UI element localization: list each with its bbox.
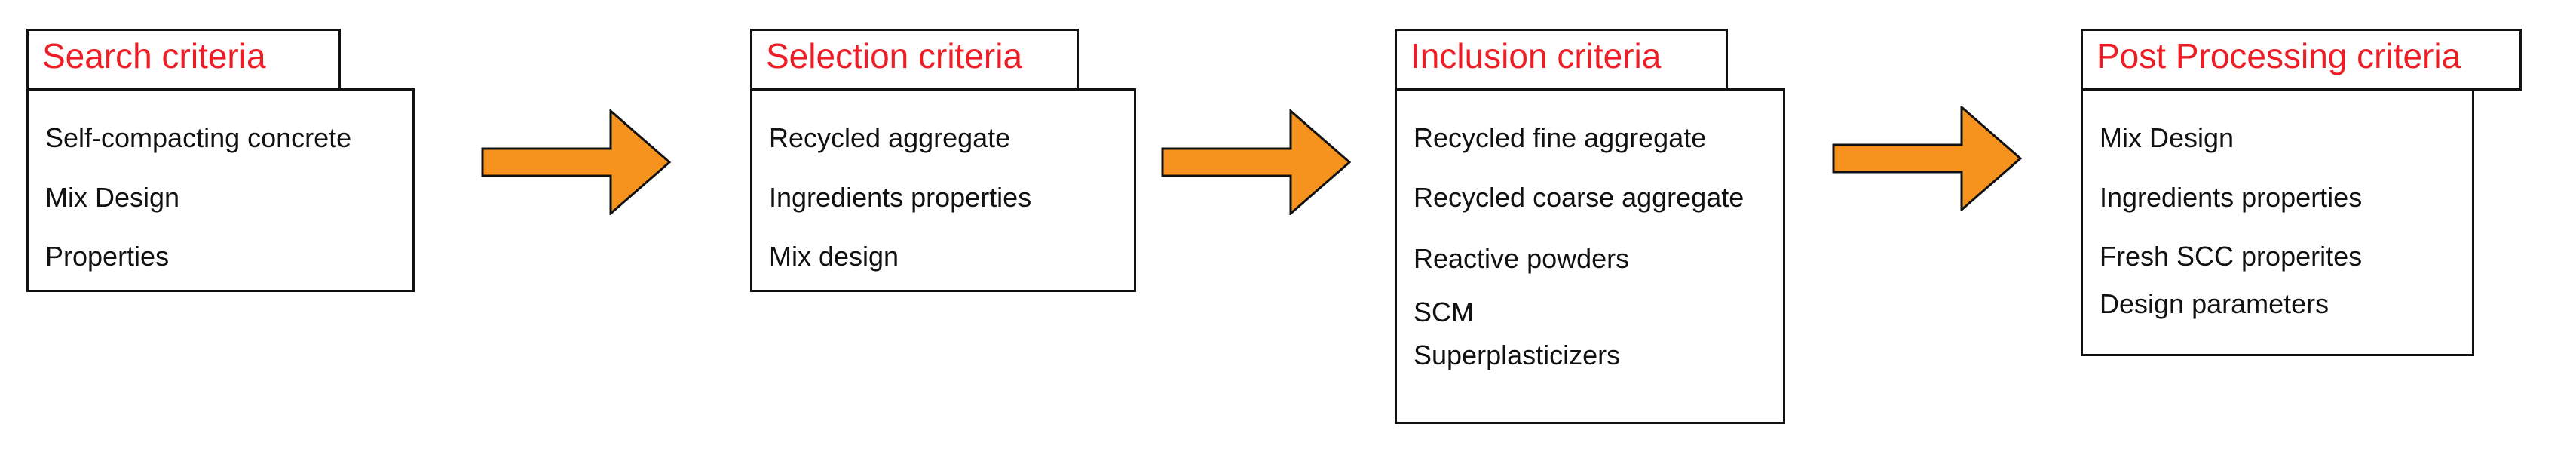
inclusion-criteria-item: Superplasticizers (1414, 340, 1621, 370)
arrow-shape (481, 109, 671, 215)
search-criteria-title: Search criteria (42, 36, 266, 75)
selection-criteria-item: Mix design (769, 241, 899, 272)
search-criteria-item: Properties (45, 241, 170, 272)
inclusion-criteria-item: SCM (1414, 297, 1474, 327)
search-criteria-item: Self-compacting concrete (45, 122, 352, 153)
selection-criteria-title-box: Selection criteria (750, 29, 1079, 91)
selection-criteria-title: Selection criteria (766, 36, 1023, 75)
inclusion-criteria-item: Reactive powders (1414, 243, 1630, 274)
inclusion-criteria-list: Recycled fine aggregate Recycled coarse … (1395, 88, 1785, 424)
selection-criteria-item: Recycled aggregate (769, 122, 1011, 153)
search-criteria-list: Self-compacting concrete Mix Design Prop… (26, 88, 415, 292)
inclusion-criteria-item: Recycled fine aggregate (1414, 122, 1707, 153)
selection-criteria-list: Recycled aggregate Ingredients propertie… (750, 88, 1136, 292)
inclusion-criteria-title: Inclusion criteria (1411, 36, 1662, 75)
arrow-shape (1161, 109, 1351, 215)
inclusion-criteria-title-box: Inclusion criteria (1395, 29, 1728, 91)
post-processing-criteria-title-box: Post Processing criteria (2081, 29, 2522, 91)
post-processing-criteria-item: Mix Design (2100, 122, 2234, 153)
selection-criteria-item: Ingredients properties (769, 182, 1032, 213)
post-processing-criteria-item: Ingredients properties (2100, 182, 2363, 213)
right-arrow-icon (481, 109, 671, 215)
post-processing-criteria-item: Design parameters (2100, 288, 2329, 319)
search-criteria-item: Mix Design (45, 182, 180, 213)
right-arrow-icon (1832, 106, 2022, 211)
right-arrow-icon (1161, 109, 1351, 215)
post-processing-criteria-list: Mix Design Ingredients properties Fresh … (2081, 88, 2474, 356)
post-processing-criteria-title: Post Processing criteria (2097, 36, 2461, 75)
post-processing-criteria-item: Fresh SCC properites (2100, 241, 2363, 272)
inclusion-criteria-item: Recycled coarse aggregate (1414, 182, 1744, 213)
search-criteria-title-box: Search criteria (26, 29, 341, 91)
arrow-shape (1832, 106, 2022, 211)
